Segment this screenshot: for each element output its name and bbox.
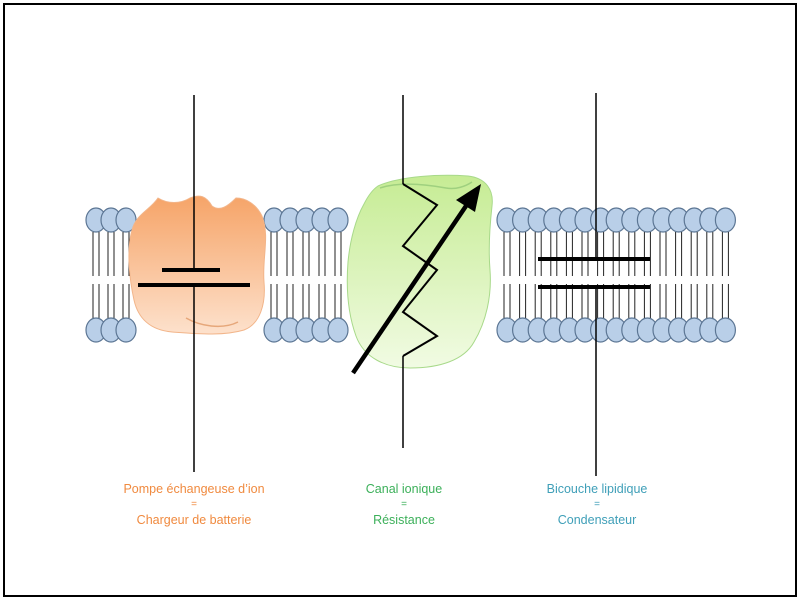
bilayer-caption-title: Bicouche lipidique: [477, 481, 717, 498]
pump-caption-equivalent: Chargeur de batterie: [74, 512, 314, 529]
lipid-head: [715, 208, 735, 232]
lipid-bilayer-middle: [264, 208, 348, 342]
lipid-bilayer-left: [86, 208, 136, 342]
lipid-head: [328, 318, 348, 342]
pump-caption-title: Pompe échangeuse d’ion: [74, 481, 314, 498]
bilayer-caption: Bicouche lipidique = Condensateur: [477, 481, 717, 529]
bilayer-caption-equals: =: [477, 498, 717, 512]
bilayer-caption-equivalent: Condensateur: [477, 512, 717, 529]
ion-pump-protein: [129, 196, 266, 334]
lipid-head: [715, 318, 735, 342]
lipid-head: [116, 318, 136, 342]
lipid-head: [328, 208, 348, 232]
pump-caption-equals: =: [74, 498, 314, 512]
pump-caption: Pompe échangeuse d’ion = Chargeur de bat…: [74, 481, 314, 529]
lipid-bilayer-right: [497, 208, 735, 342]
